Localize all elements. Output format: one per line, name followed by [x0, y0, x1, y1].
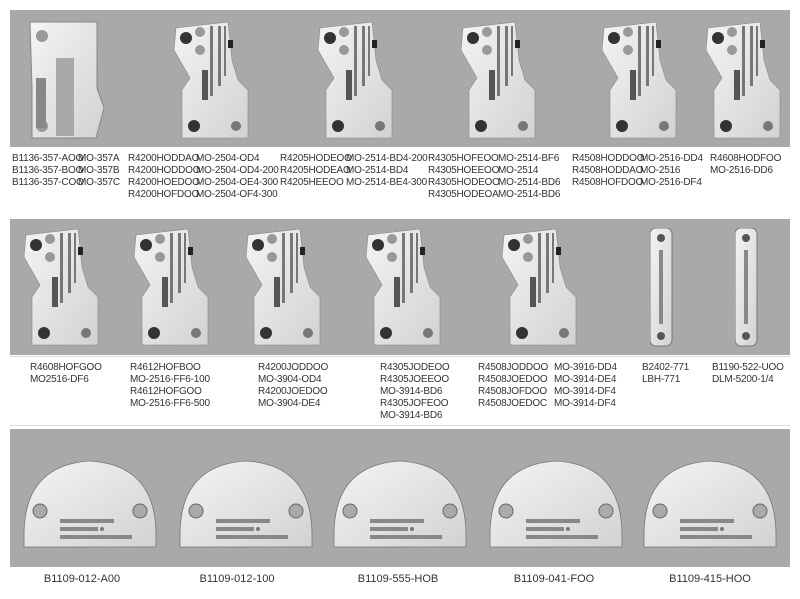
throat-plate-image: [501, 228, 577, 346]
throat-plate-image: [173, 21, 249, 139]
throat-plate-image: [489, 460, 623, 548]
throat-plate-image: [29, 21, 105, 139]
part-code-label: B1109-555-HOB: [357, 573, 439, 585]
divider: [10, 356, 790, 357]
throat-plate-image: [705, 21, 781, 139]
throat-plate-image: [460, 21, 536, 139]
throat-plate-image: [650, 228, 673, 347]
throat-plate-image: [643, 460, 777, 548]
part-code-label: B1109-415-HOO: [669, 573, 751, 585]
throat-plate-image: [245, 228, 321, 346]
throat-plate-image: [23, 460, 157, 548]
throat-plate-image: [735, 228, 758, 347]
throat-plate-image: [133, 228, 209, 346]
throat-plate-image: [601, 21, 677, 139]
part-code-label: B1109-012-100: [199, 573, 275, 585]
throat-plate-image: [23, 228, 99, 346]
divider: [10, 425, 790, 426]
part-code-label: B1109-041-FOO: [513, 573, 595, 585]
part-code-label: B1109-012-A00: [43, 573, 121, 585]
throat-plate-image: [333, 460, 467, 548]
throat-plate-image: [317, 21, 393, 139]
throat-plate-image: [365, 228, 441, 346]
throat-plate-image: [179, 460, 313, 548]
